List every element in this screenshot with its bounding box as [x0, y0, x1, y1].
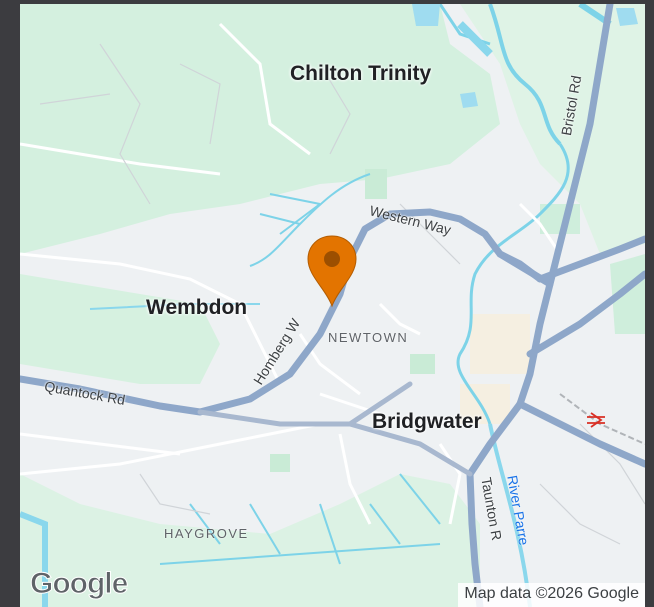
- map-attribution[interactable]: Map data ©2026 Google: [458, 583, 645, 607]
- place-label-haygrove[interactable]: HAYGROVE: [164, 526, 249, 541]
- place-label-chilton-trinity[interactable]: Chilton Trinity: [290, 62, 432, 85]
- map-view[interactable]: Chilton Trinity Wembdon NEWTOWN Bridgwat…: [20, 4, 645, 607]
- rail-station-icon[interactable]: [585, 412, 607, 428]
- place-label-newtown[interactable]: NEWTOWN: [328, 330, 409, 345]
- place-label-bridgwater[interactable]: Bridgwater: [372, 410, 482, 433]
- map-pin-icon[interactable]: [306, 234, 358, 314]
- map-canvas[interactable]: [20, 4, 645, 607]
- google-logo: Google: [29, 567, 128, 601]
- place-label-wembdon[interactable]: Wembdon: [146, 296, 248, 319]
